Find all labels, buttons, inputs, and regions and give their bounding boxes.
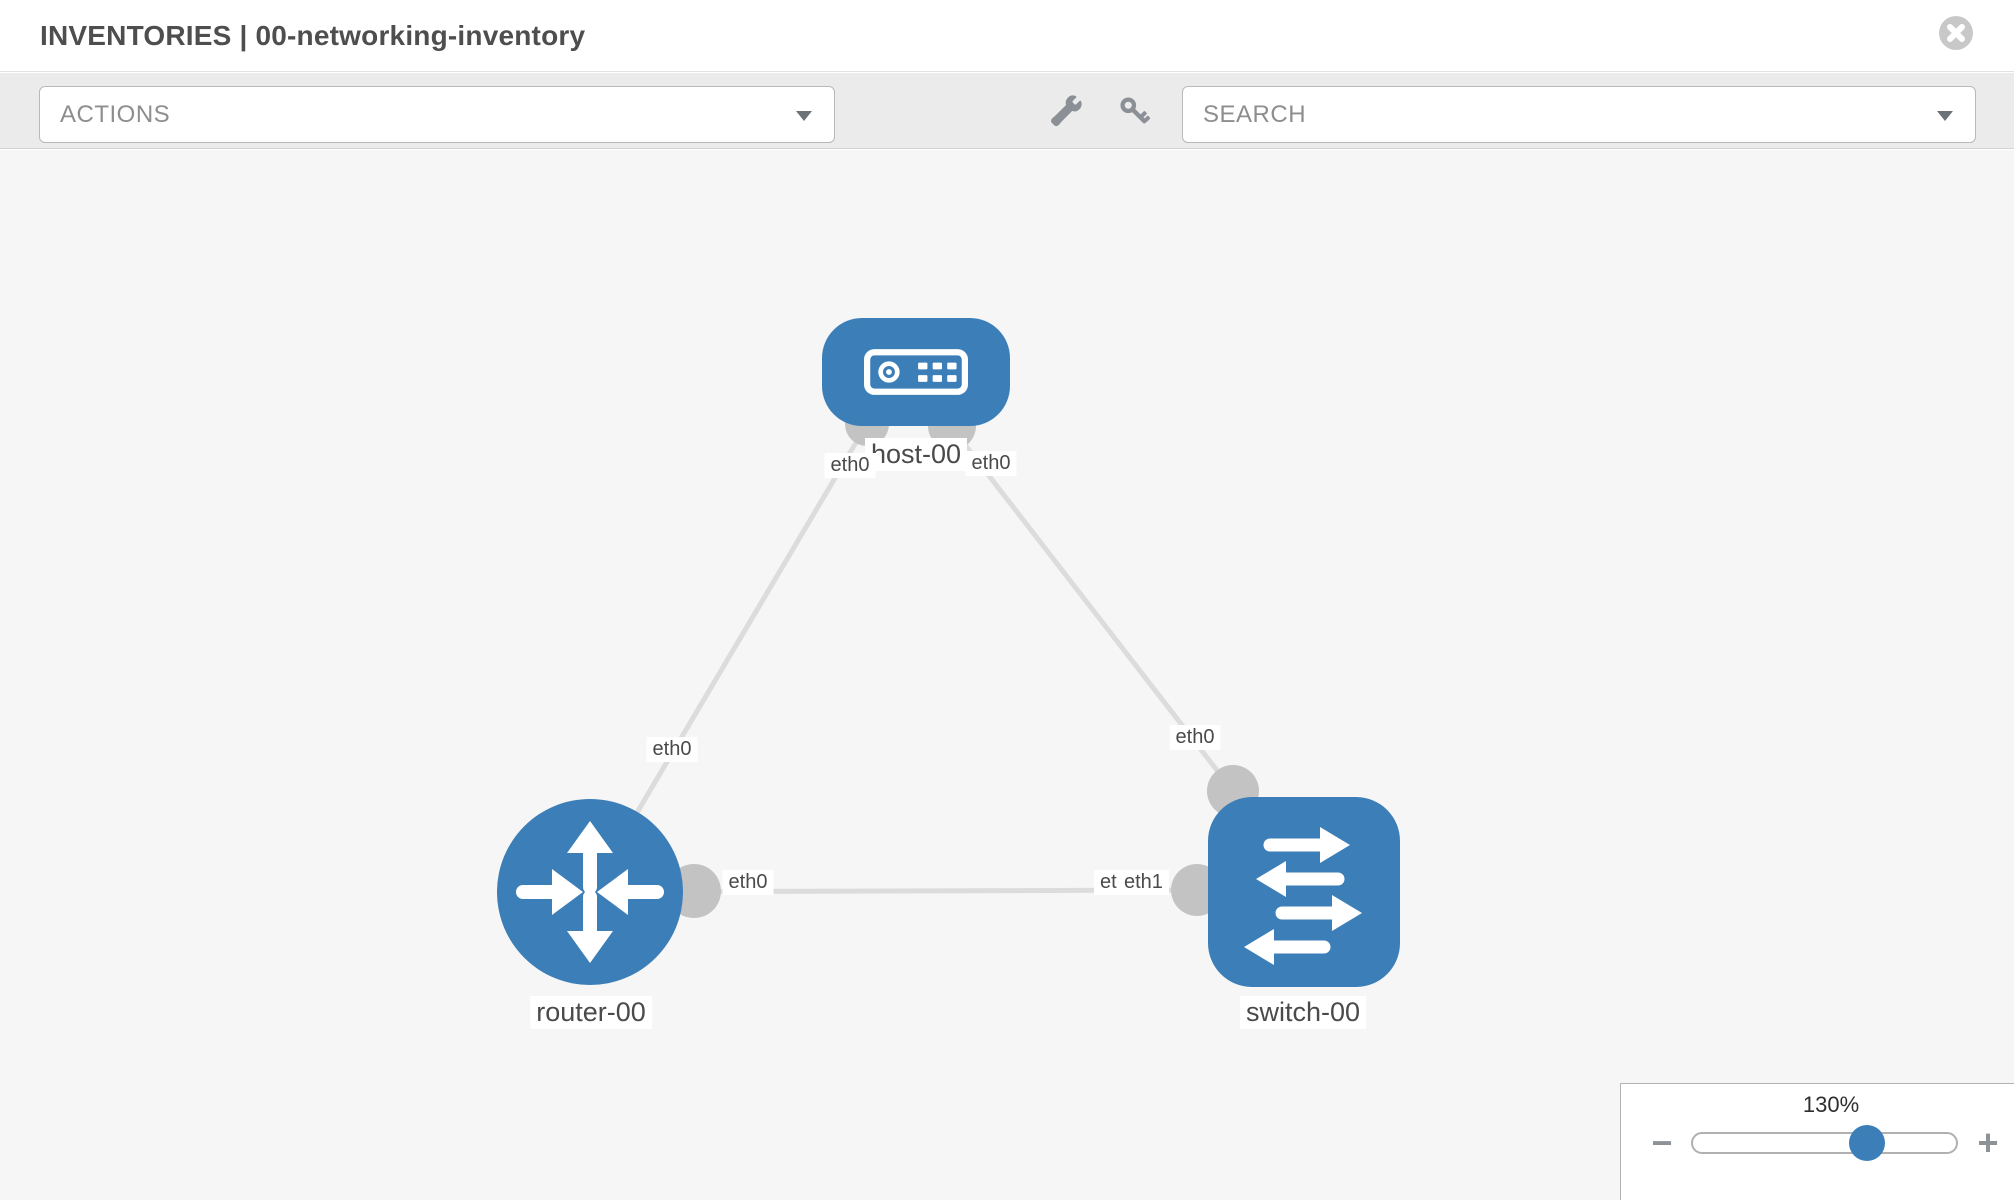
actions-dropdown-label: ACTIONS (60, 101, 171, 128)
router-icon (516, 821, 664, 963)
actions-dropdown[interactable]: ACTIONS (39, 86, 835, 143)
zoom-level-value: 130% (1802, 1092, 1860, 1117)
interface-label-eth0: eth0 (646, 737, 698, 762)
chevron-down-icon (796, 111, 812, 121)
key-icon (1120, 97, 1151, 124)
chevron-down-icon (1937, 111, 1953, 121)
search-dropdown-label: SEARCH (1203, 101, 1307, 128)
interface-label-eth0: eth0 (1169, 725, 1221, 750)
close-button[interactable] (1939, 16, 1973, 50)
node-label-switch-00[interactable]: switch-00 (1239, 996, 1367, 1029)
node-label-router-00[interactable]: router-00 (530, 996, 652, 1029)
switch-icon (1244, 827, 1362, 965)
credentials-tool-button[interactable] (1116, 93, 1154, 131)
zoom-panel: 130% − + (1620, 1083, 2014, 1200)
host-icon (864, 349, 968, 395)
zoom-out-button[interactable]: − (1651, 1122, 1673, 1163)
node-label-host-00[interactable]: host-00 (864, 438, 968, 471)
wrench-icon (1051, 95, 1082, 127)
node-router-00[interactable] (497, 799, 683, 985)
node-switch-00[interactable] (1208, 797, 1400, 987)
search-dropdown[interactable]: SEARCH (1182, 86, 1976, 143)
interface-label-eth0: eth0 (965, 451, 1017, 476)
zoom-in-button[interactable]: + (1977, 1122, 1999, 1163)
interface-label-eth1: eth1 (1118, 870, 1169, 895)
close-icon (1939, 16, 1973, 50)
page-header: INVENTORIES | 00-networking-inventory (0, 0, 2014, 72)
configure-tool-button[interactable] (1048, 93, 1086, 131)
interface-label-eth0: eth0 (722, 870, 774, 895)
interface-label-eth0: eth0 (824, 453, 876, 478)
zoom-slider-thumb[interactable] (1849, 1125, 1885, 1161)
page-title: INVENTORIES | 00-networking-inventory (40, 20, 586, 51)
zoom-slider-track[interactable] (1691, 1125, 1958, 1161)
topology-canvas[interactable]: host-00 eth0 eth0 eth0 eth0 eth0 eth1 et… (0, 150, 2014, 1200)
node-host-00[interactable] (822, 318, 1010, 426)
toolbar: ACTIONS SEARCH (0, 73, 2014, 149)
